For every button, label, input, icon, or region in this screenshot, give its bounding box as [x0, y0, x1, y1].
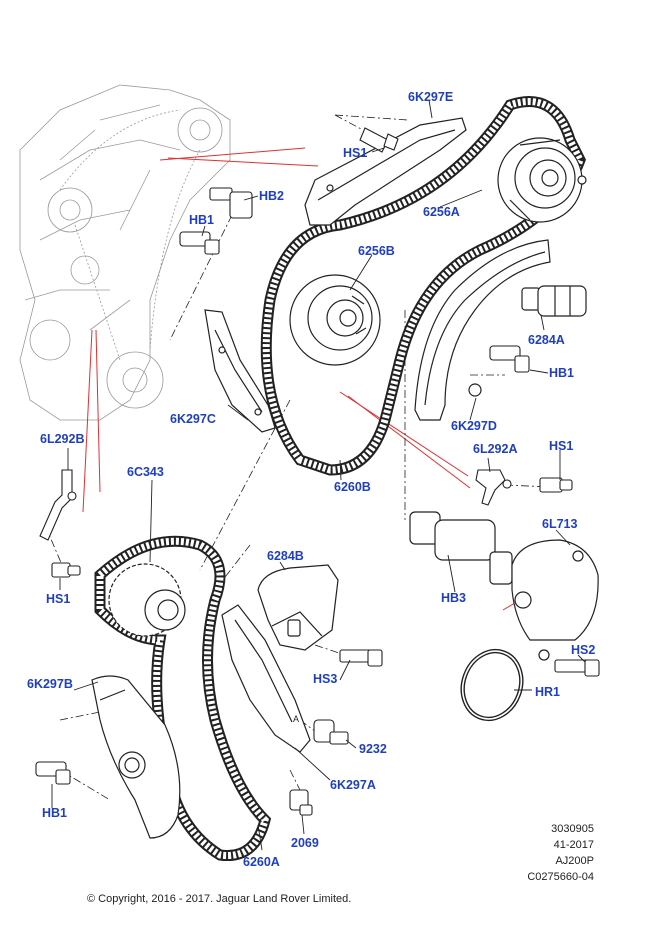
bolt-hs3 — [339, 649, 383, 667]
callout-6K297D: 6K297D — [451, 419, 497, 433]
bolt-hs1-left — [51, 562, 81, 578]
diagram-number: 3030905 — [551, 823, 594, 835]
callout-2069: 2069 — [291, 836, 319, 850]
callout-6K297C: 6K297C — [170, 412, 216, 426]
cam-sprocket-6256A — [497, 137, 587, 223]
callout-6256B: 6256B — [358, 244, 395, 258]
engine-block-ghost — [19, 84, 231, 421]
callout-leaders — [51, 99, 586, 851]
callout-HS1-top: HS1 — [343, 146, 368, 160]
copyright-notice: © Copyright, 2016 - 2017. Jaguar Land Ro… — [87, 893, 352, 905]
tensioner-cover-6L713 — [511, 539, 599, 661]
callout-6260B: 6260B — [334, 480, 371, 494]
callout-6K297E: 6K297E — [408, 90, 454, 104]
callout-HB2: HB2 — [259, 189, 285, 203]
callout-HS1-right: HS1 — [549, 439, 574, 453]
callout-6K297B: 6K297B — [27, 677, 73, 691]
callout-6284A: 6284A — [528, 333, 565, 347]
callout-HS1-left: HS1 — [46, 592, 71, 606]
bolt-hs2 — [554, 659, 600, 677]
pin-9232 — [313, 719, 349, 745]
o-ring-hr1 — [460, 648, 524, 722]
bolt-hs1-top — [359, 127, 399, 153]
chain-guide-6K297C — [204, 309, 276, 433]
lower-timing-chain — [94, 535, 272, 862]
chain-guide-6K297D — [414, 239, 551, 421]
diagram-date: 41-2017 — [553, 839, 594, 851]
bolt-hs1-right — [539, 477, 573, 493]
callout-HB1-top: HB1 — [189, 213, 215, 227]
pin-hb1-right — [489, 345, 530, 373]
chain-guide-6K297A: A — [221, 604, 311, 753]
callout-HS3: HS3 — [313, 672, 338, 686]
tensioner-6284B — [257, 564, 339, 651]
callout-HB3: HB3 — [441, 591, 467, 605]
callout-6K297A: 6K297A — [330, 778, 376, 792]
svg-text:A: A — [293, 714, 299, 724]
engine-code: AJ200P — [555, 855, 594, 867]
pin-2069 — [289, 789, 313, 816]
reference-leaders — [82, 147, 521, 611]
pin-hb2 — [209, 187, 253, 219]
illustration-code: C0275660-04 — [527, 871, 594, 883]
callout-6256A: 6256A — [423, 205, 460, 219]
callout-HR1: HR1 — [535, 685, 561, 699]
tensioner-hb3 — [409, 511, 513, 585]
bracket-6L292B — [39, 469, 77, 541]
upper-timing-chain — [260, 96, 586, 476]
sprocket-6C343 — [108, 563, 186, 637]
callout-6C343: 6C343 — [127, 465, 164, 479]
tensioner-6284A — [521, 285, 587, 317]
callout-6L292A: 6L292A — [473, 442, 518, 456]
callout-6L292B: 6L292B — [40, 432, 85, 446]
pin-hb1-top — [179, 231, 220, 255]
chain-guide-6K297B — [91, 675, 181, 839]
upper-chain-guide-6K297E — [304, 117, 467, 226]
pin-hb1-bottom — [35, 761, 71, 785]
callout-6L713: 6L713 — [542, 517, 578, 531]
callout-6260A: 6260A — [243, 855, 280, 869]
callout-9232: 9232 — [359, 742, 387, 756]
callout-HB1-bottom: HB1 — [42, 806, 68, 820]
cam-sprocket-6256B — [289, 274, 381, 366]
callout-HB1-right: HB1 — [549, 366, 575, 380]
callout-6284B: 6284B — [267, 549, 304, 563]
bracket-6L292A — [475, 469, 512, 506]
callout-HS2: HS2 — [571, 643, 596, 657]
